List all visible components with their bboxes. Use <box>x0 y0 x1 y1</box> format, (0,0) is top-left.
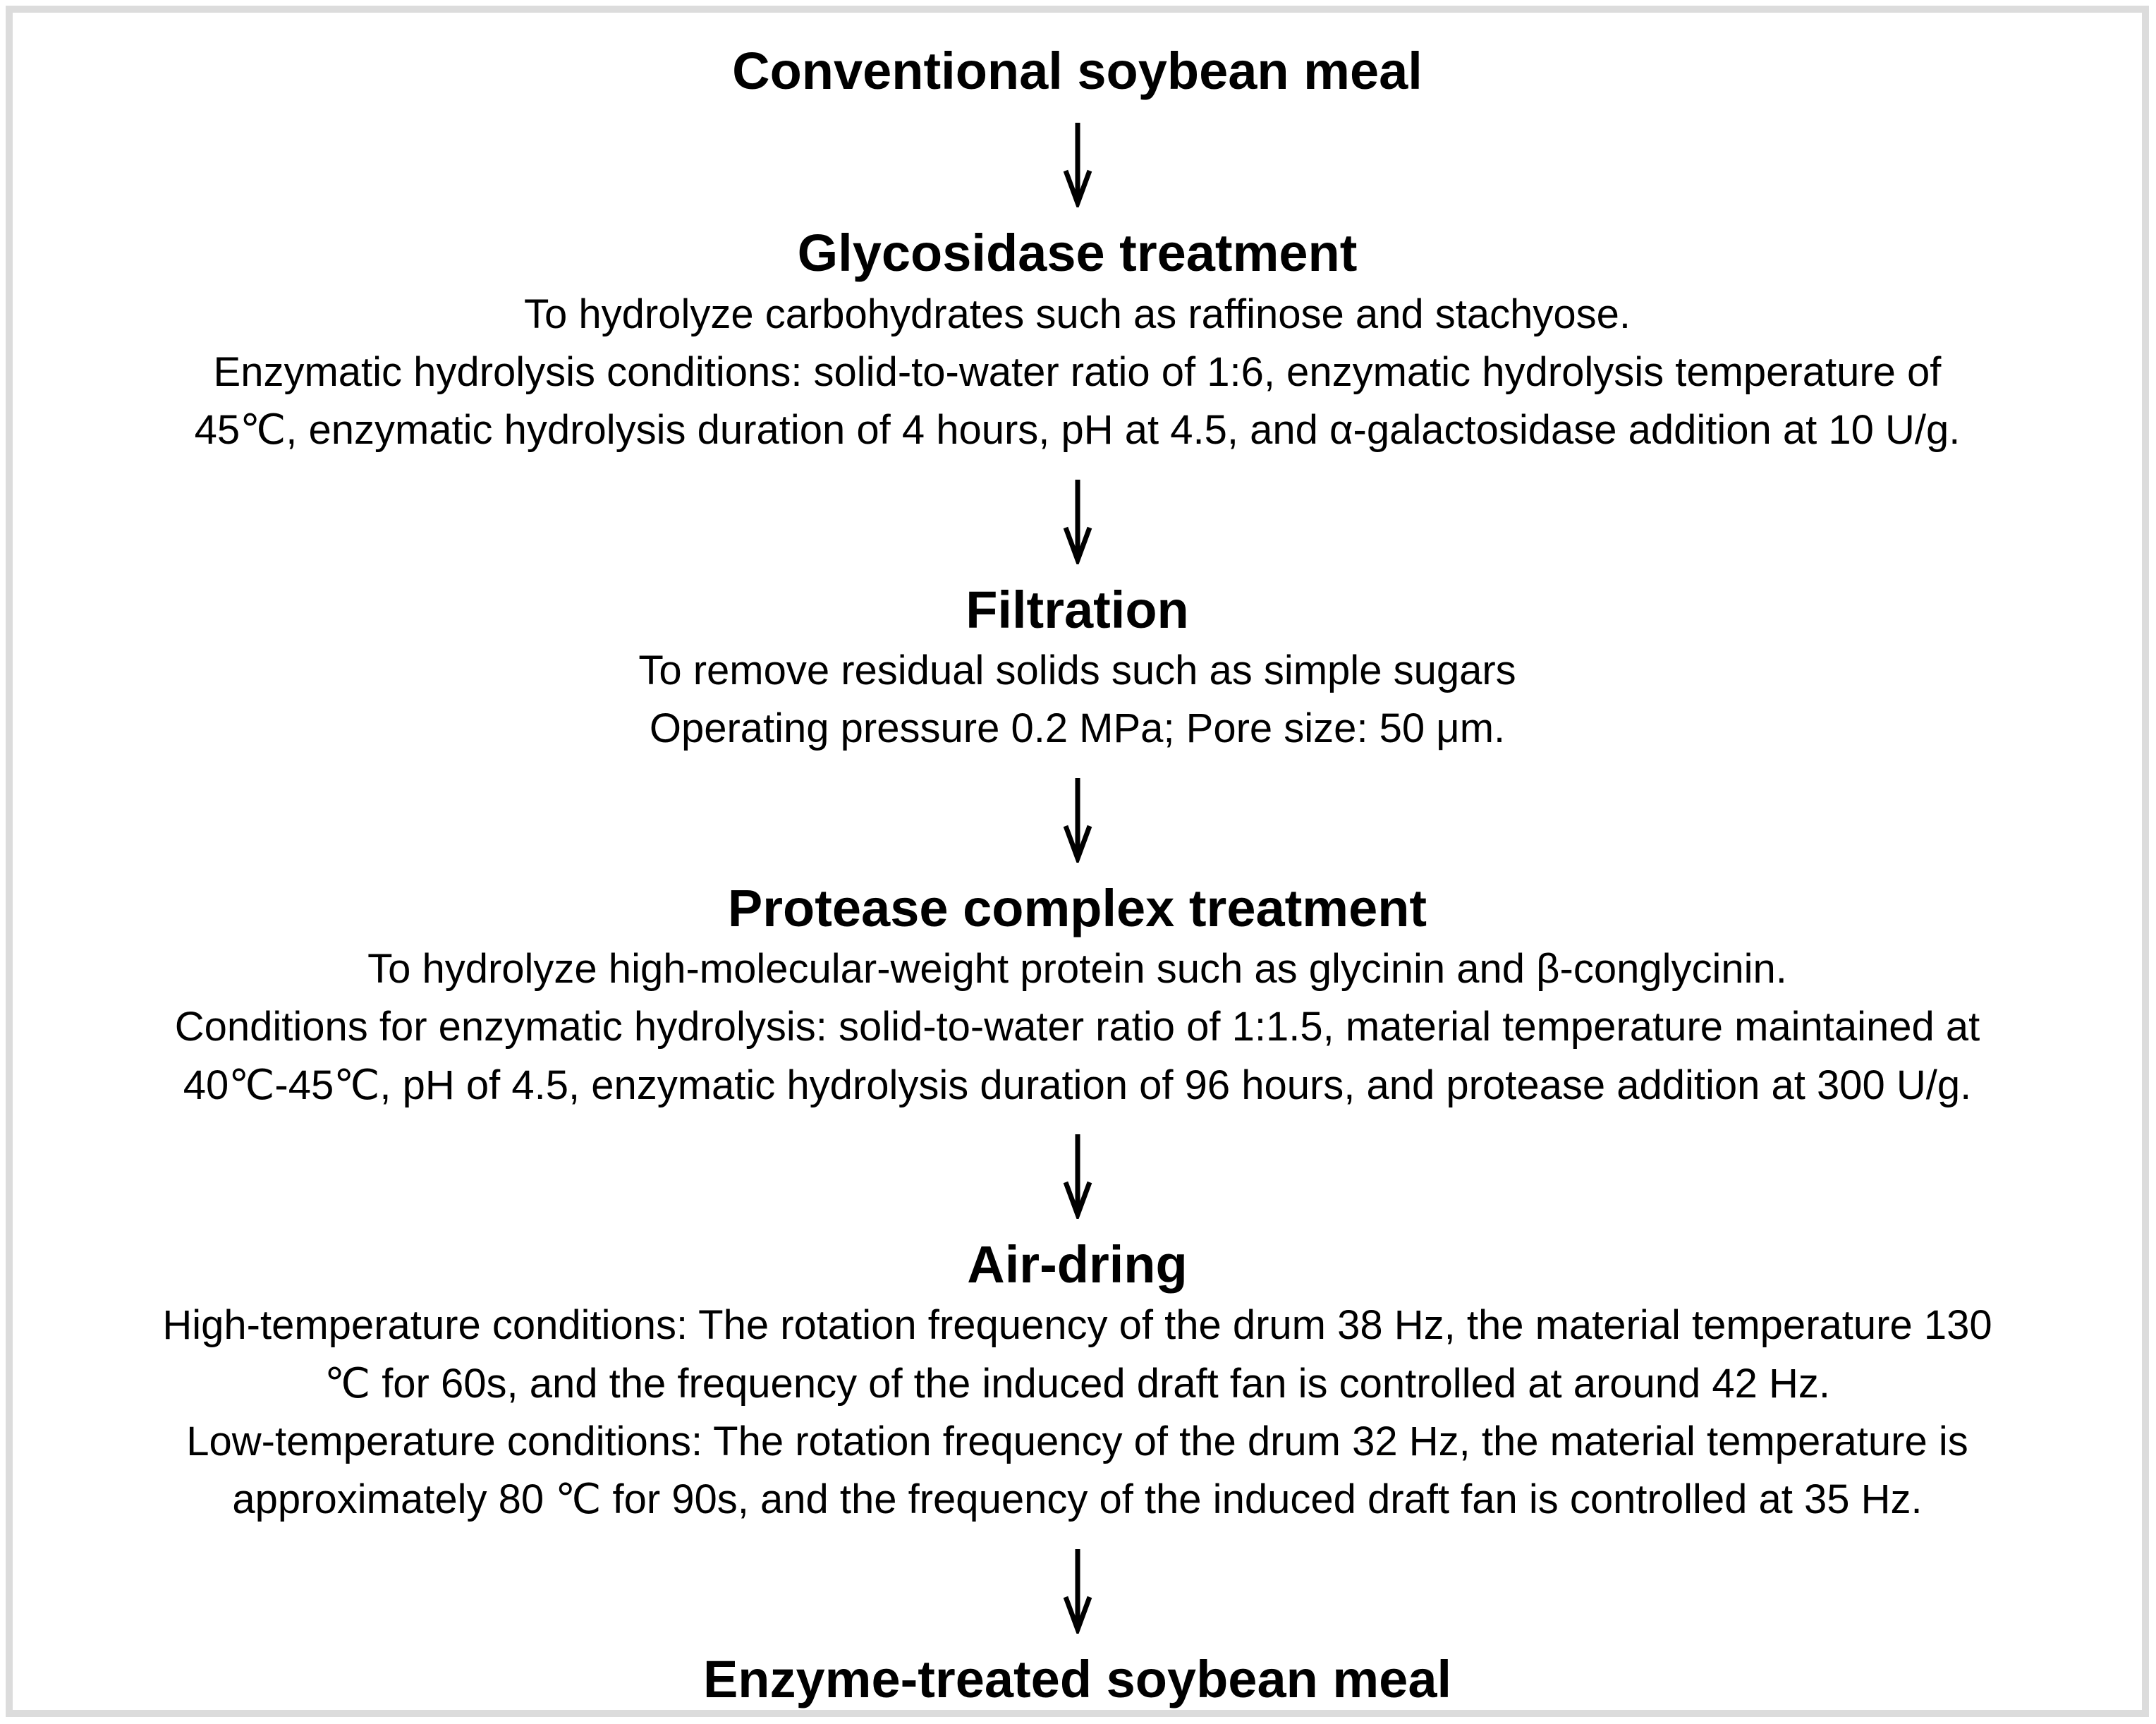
node-title: Filtration <box>966 580 1189 639</box>
down-arrow-icon <box>1055 1548 1100 1634</box>
node-title: Enzyme-treated soybean meal <box>702 1649 1452 1708</box>
description-line: Conditions for enzymatic hydrolysis: sol… <box>174 1004 1980 1050</box>
node-title: Air-dring <box>967 1234 1188 1294</box>
flow-node-air-dring: Air-dring High-temperature conditions: T… <box>13 1233 2142 1529</box>
description-line: To remove residual solids such as simple… <box>638 647 1516 693</box>
down-arrow-icon <box>1055 121 1100 208</box>
description-line: Low-temperature conditions: The rotation… <box>186 1418 1968 1464</box>
description-line: 45℃, enzymatic hydrolysis duration of 4 … <box>194 407 1961 454</box>
down-arrow-icon <box>1055 777 1100 863</box>
description-line: High-temperature conditions: The rotatio… <box>162 1302 1992 1349</box>
description-line: To hydrolyze carbohydrates such as raffi… <box>523 291 1631 337</box>
flowchart-frame: Conventional soybean meal Glycosidase tr… <box>6 6 2149 1717</box>
description-line: ℃ for 60s, and the frequency of the indu… <box>324 1360 1831 1407</box>
description-line: 40℃-45℃, pH of 4.5, enzymatic hydrolysis… <box>183 1062 1972 1108</box>
node-description: To hydrolyze carbohydrates such as raffi… <box>27 286 2128 460</box>
down-arrow-icon <box>1055 1133 1100 1219</box>
node-title: Conventional soybean meal <box>732 42 1423 100</box>
node-description: To hydrolyze high-molecular-weight prote… <box>27 940 2128 1115</box>
flow-node-protease-complex-treatment: Protease complex treatment To hydrolyze … <box>13 877 2142 1115</box>
node-title: Protease complex treatment <box>727 878 1427 937</box>
description-line: approximately 80 ℃ for 90s, and the freq… <box>232 1476 1923 1523</box>
flow-node-conventional-soybean-meal: Conventional soybean meal <box>13 40 2142 103</box>
flow-node-filtration: Filtration To remove residual solids suc… <box>13 578 2142 758</box>
node-description: To remove residual solids such as simple… <box>27 642 2128 758</box>
description-line: Operating pressure 0.2 MPa; Pore size: 5… <box>649 705 1506 752</box>
flow-node-enzyme-treated-soybean-meal: Enzyme-treated soybean meal <box>13 1648 2142 1711</box>
down-arrow-icon <box>1055 478 1100 564</box>
description-line: Enzymatic hydrolysis conditions: solid-t… <box>213 348 1942 395</box>
description-line: To hydrolyze high-molecular-weight prote… <box>367 945 1787 992</box>
flow-node-glycosidase-treatment: Glycosidase treatment To hydrolyze carbo… <box>13 221 2142 459</box>
node-description: High-temperature conditions: The rotatio… <box>27 1297 2128 1529</box>
node-title: Glycosidase treatment <box>797 224 1358 283</box>
